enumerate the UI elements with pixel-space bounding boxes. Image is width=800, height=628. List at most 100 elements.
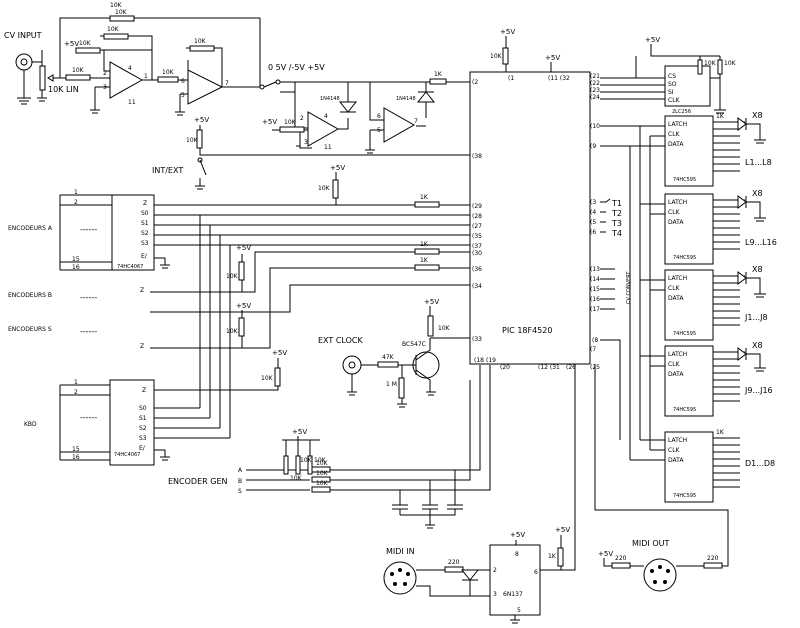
encoder-mux-section: Z S0 S1 S2 S3 E/ 74HC4067 1 2 15 16 ----… xyxy=(8,164,470,438)
svg-text:7: 7 xyxy=(414,118,418,125)
svg-text:11: 11 xyxy=(128,99,136,106)
svg-text:74HC595: 74HC595 xyxy=(673,493,696,499)
svg-text:2LC256: 2LC256 xyxy=(672,109,691,115)
svg-text:CLK: CLK xyxy=(668,97,681,104)
int-ext-label: INT/EXT xyxy=(152,166,183,175)
svg-text:220: 220 xyxy=(707,555,719,562)
svg-text:7: 7 xyxy=(225,80,229,87)
svg-text:CLK: CLK xyxy=(668,447,681,454)
svg-text:LATCH: LATCH xyxy=(668,351,687,358)
svg-text:S: S xyxy=(238,488,242,495)
svg-text:1N4148: 1N4148 xyxy=(320,96,340,102)
midi-in-section: MIDI IN 220 8 2 3 6 5 6N137 +5V +5V 1K xyxy=(383,364,576,624)
svg-text:1K: 1K xyxy=(420,241,429,248)
svg-text:(38: (38 xyxy=(472,153,482,160)
svg-text:1: 1 xyxy=(74,379,78,386)
svg-text:+5V: +5V xyxy=(424,298,439,306)
svg-text:10K: 10K xyxy=(300,457,313,464)
svg-text:10K: 10K xyxy=(724,60,737,67)
svg-text:(14: (14 xyxy=(590,276,600,283)
svg-text:10K: 10K xyxy=(107,26,120,33)
svg-text:(5: (5 xyxy=(590,219,596,226)
svg-text:74HC4067: 74HC4067 xyxy=(117,264,143,270)
svg-text:10K: 10K xyxy=(72,67,85,74)
svg-text:(6: (6 xyxy=(590,229,596,236)
clock-transistor xyxy=(412,351,440,379)
svg-text:DATA: DATA xyxy=(668,371,684,378)
svg-text:1K: 1K xyxy=(434,71,443,78)
svg-text:CLK: CLK xyxy=(668,209,681,216)
midi-out-jack xyxy=(643,558,677,592)
shift-register-5: LATCH CLK DATA 74HC595 1K D1...D8 xyxy=(664,429,775,503)
svg-text:(29: (29 xyxy=(472,203,482,210)
midi-out-label: MIDI OUT xyxy=(632,539,669,548)
svg-text:11: 11 xyxy=(324,144,332,151)
svg-text:10K: 10K xyxy=(438,325,451,332)
svg-text:X8: X8 xyxy=(752,189,763,198)
svg-text:------: ------ xyxy=(80,293,97,302)
svg-text:16: 16 xyxy=(72,454,80,461)
svg-text:6N137: 6N137 xyxy=(503,591,523,598)
svg-text:(24: (24 xyxy=(590,94,600,101)
svg-text:E/: E/ xyxy=(141,253,148,260)
svg-text:+5V: +5V xyxy=(330,164,345,172)
svg-text:74HC4067: 74HC4067 xyxy=(114,452,140,458)
svg-text:10K: 10K xyxy=(186,137,199,144)
svg-text:Z: Z xyxy=(140,343,144,350)
cv-input-jack xyxy=(15,53,33,71)
svg-text:5: 5 xyxy=(181,92,185,99)
svg-text:1: 1 xyxy=(74,189,78,196)
svg-text:X8: X8 xyxy=(752,341,763,350)
svg-text:SI: SI xyxy=(668,89,674,96)
pic-microcontroller: PIC 18F4520 (2 (38 (29 (28 (27 (35 (37 (… xyxy=(469,28,665,371)
svg-text:LATCH: LATCH xyxy=(668,199,687,206)
svg-text:(1: (1 xyxy=(508,75,514,82)
dac-section: CS SO SI CLK 2LC256 +5V 10K 10K xyxy=(635,36,737,115)
svg-text:1N4148: 1N4148 xyxy=(396,96,416,102)
svg-text:(12 (31: (12 (31 xyxy=(538,364,560,371)
svg-text:(2: (2 xyxy=(472,79,478,86)
svg-text:+5V: +5V xyxy=(272,349,287,357)
svg-text:CLK: CLK xyxy=(668,285,681,292)
svg-text:(15: (15 xyxy=(590,286,600,293)
svg-text:47K: 47K xyxy=(382,354,395,361)
svg-text:CLK: CLK xyxy=(668,361,681,368)
svg-text:(36: (36 xyxy=(472,266,482,273)
svg-text:+5V: +5V xyxy=(545,54,560,62)
cv-input-section: CV INPUT 10K LIN 10K 10K 2 3 1 4 11 10K … xyxy=(4,2,470,154)
svg-text:S1: S1 xyxy=(141,220,149,227)
svg-text:DATA: DATA xyxy=(668,219,684,226)
svg-text:2: 2 xyxy=(74,389,78,396)
svg-text:10K: 10K xyxy=(290,475,303,482)
svg-text:BC547C: BC547C xyxy=(402,341,426,348)
svg-text:X8: X8 xyxy=(752,265,763,274)
svg-text:T1: T1 xyxy=(611,199,622,208)
svg-text:------: ------ xyxy=(80,225,97,234)
svg-text:+5V: +5V xyxy=(598,550,613,558)
svg-text:6: 6 xyxy=(377,113,381,120)
range-switch[interactable] xyxy=(259,84,265,90)
svg-text:E/: E/ xyxy=(139,445,146,452)
svg-text:(10: (10 xyxy=(590,123,600,130)
svg-text:S0: S0 xyxy=(141,210,149,217)
svg-text:+5V: +5V xyxy=(236,302,251,310)
svg-text:(22: (22 xyxy=(590,80,600,87)
svg-text:220: 220 xyxy=(448,559,460,566)
svg-text:CS: CS xyxy=(668,73,676,80)
svg-text:(11 (32: (11 (32 xyxy=(548,75,570,82)
svg-text:(18: (18 xyxy=(474,357,484,364)
svg-text:(17: (17 xyxy=(590,306,600,313)
j1-j8-label: J1...J8 xyxy=(744,313,768,322)
int-ext-switch[interactable] xyxy=(197,157,203,163)
svg-text:1K: 1K xyxy=(420,257,429,264)
svg-text:S3: S3 xyxy=(141,240,149,247)
svg-text:Z: Z xyxy=(143,200,147,207)
svg-text:220: 220 xyxy=(615,555,627,562)
mux-1 xyxy=(111,194,155,271)
svg-text:3: 3 xyxy=(304,139,308,146)
svg-text:(21: (21 xyxy=(590,73,600,80)
svg-text:+5V: +5V xyxy=(292,428,307,436)
svg-text:S1: S1 xyxy=(139,415,147,422)
svg-text:(23: (23 xyxy=(590,87,600,94)
